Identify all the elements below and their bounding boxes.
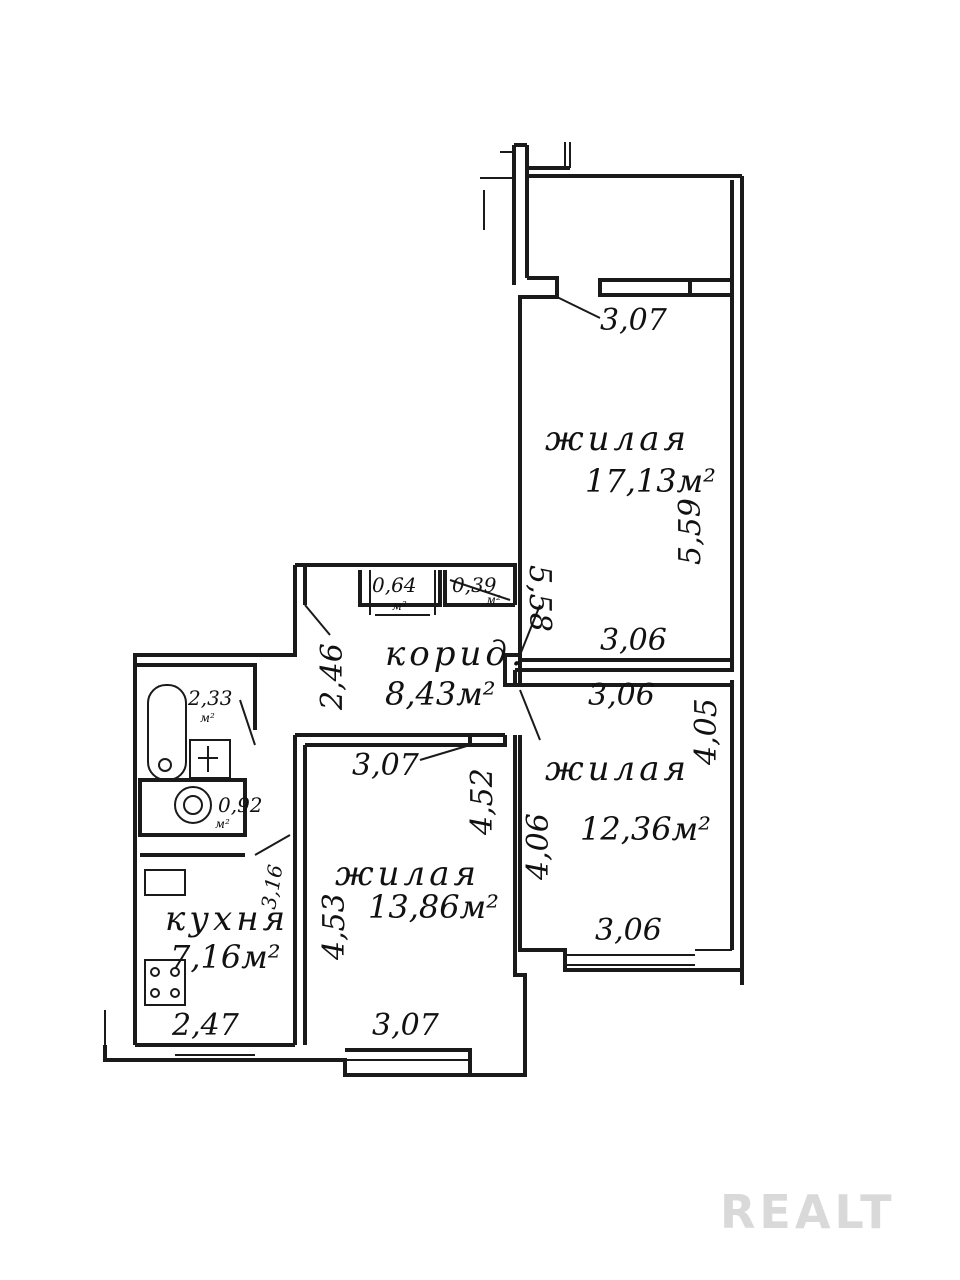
closet-a-unit: м² (392, 599, 407, 613)
dimension-labels: 3,07 5,58 5,59 3,06 3,06 4,05 4,06 3,06 … (171, 303, 724, 1043)
corridor-area: 8,43м² (385, 675, 496, 713)
toilet-unit: м² (215, 817, 230, 831)
stove-icon (144, 959, 186, 1006)
living-mid-area: 13,86м² (368, 888, 499, 926)
bathroom-unit: м² (200, 711, 215, 725)
tap-icon (158, 758, 172, 772)
fixtures (144, 684, 231, 1006)
kitchen-name: кухня (165, 899, 289, 939)
toilet-icon (174, 786, 212, 824)
watermark-logo: REALT (720, 1185, 896, 1239)
closet-a-value: 0,64 (372, 573, 417, 597)
room-labels: жилая 17,13м² корид. 8,43м² жилая 12,36м… (165, 419, 716, 976)
door-lines (239, 296, 601, 856)
living-top-area: 17,13м² (585, 462, 716, 500)
closet-b-unit: м² (486, 593, 501, 607)
toilet-value: 0,92 (218, 793, 263, 817)
sink-icon (189, 739, 231, 779)
living-top-name: жилая (545, 419, 690, 459)
dim-balcony-door: 3,07 (600, 303, 668, 338)
dim-right-room-left: 4,06 (521, 813, 556, 881)
closet-b-value: 0,39 (452, 573, 497, 597)
bathroom-value: 2,33 (187, 686, 233, 710)
dim-top-room-bottom: 3,06 (600, 623, 667, 658)
dim-kitchen-bottom: 2,47 (171, 1008, 240, 1043)
dim-right-room-bottom: 3,06 (595, 913, 662, 948)
bathtub-icon (147, 684, 187, 781)
living-mid-name: жилая (335, 854, 480, 894)
dim-mid-room-right: 4,52 (465, 768, 500, 836)
corridor-name: корид. (385, 634, 526, 674)
living-right-name: жилая (545, 749, 690, 789)
dim-mid-room-bottom: 3,07 (372, 1008, 440, 1043)
dim-mid-room-top: 3,07 (352, 748, 420, 783)
dim-right-room-top: 3,06 (588, 678, 655, 713)
walls (103, 142, 744, 1077)
living-right-area: 12,36м² (580, 810, 711, 848)
dim-right-room-right: 4,05 (689, 698, 724, 766)
dim-top-room-left: 5,58 (522, 565, 557, 632)
dim-top-room-right: 5,59 (673, 498, 708, 565)
kitchen-sink-icon (144, 869, 186, 896)
dim-mid-room-left: 4,53 (317, 893, 352, 961)
dim-corridor-left: 2,46 (315, 643, 350, 711)
kitchen-area: 7,16м² (170, 938, 281, 976)
